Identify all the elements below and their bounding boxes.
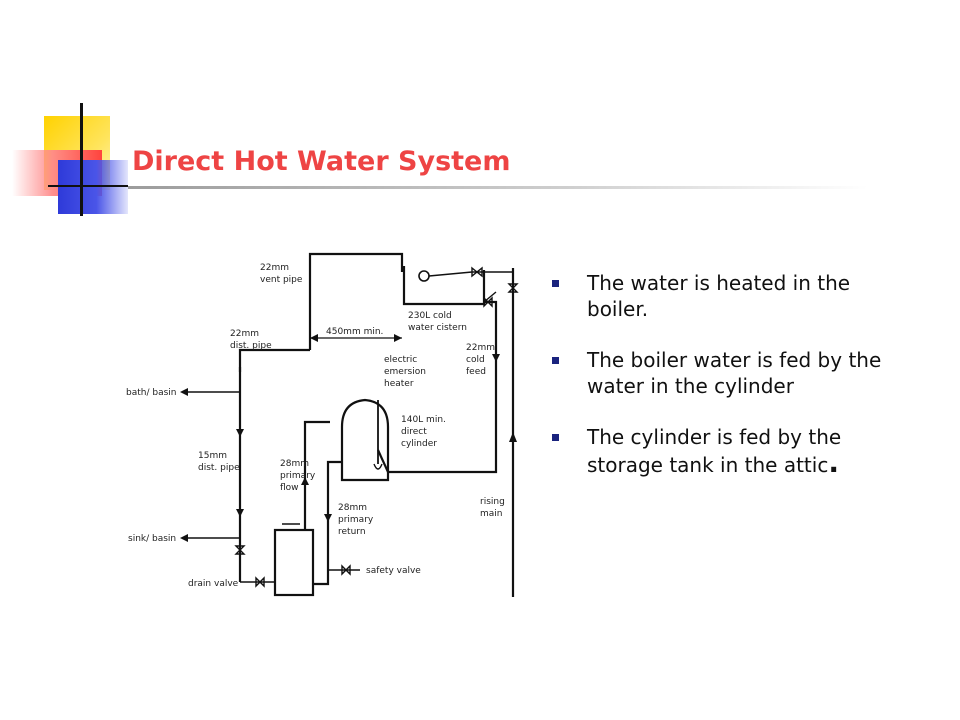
safety-valve-icon (341, 564, 351, 576)
cistern-valve-icon (471, 266, 483, 278)
arrow-dist-down-1 (236, 429, 244, 437)
title-underline (128, 186, 868, 189)
slide-title: Direct Hot Water System (132, 146, 511, 177)
bullet-marker (552, 280, 559, 287)
label-heater-2: emersion (384, 367, 426, 377)
float-ball (418, 270, 430, 282)
arrow-rising-main (509, 432, 517, 442)
bullet-item: The water is heated in the boiler. (552, 270, 912, 322)
arrow-bath-basin (180, 388, 188, 396)
label-primary-flow-2: primary (280, 471, 316, 481)
bullet-period: . (828, 446, 839, 479)
drain-valve-icon (255, 576, 265, 588)
label-vent-pipe-size: 22mm (260, 263, 289, 273)
label-cylinder-1: 140L min. (401, 415, 446, 425)
label-heater-3: heater (384, 379, 414, 389)
hot-water-system-diagram: 22mm vent pipe 22mm dist. pipe 450mm min… (120, 232, 530, 617)
label-dist-pipe-15-size: 15mm (198, 451, 227, 461)
cold-water-cistern (402, 266, 486, 306)
bullet-text: The boiler water is fed by the water in … (587, 348, 882, 398)
decor-horizontal-line (48, 185, 128, 187)
label-cold-feed-size: 22mm (466, 343, 495, 353)
label-dist-pipe: dist. pipe (230, 341, 272, 351)
label-primary-return-1: 28mm (338, 503, 367, 513)
stop-valve-icon (234, 545, 246, 555)
bullet-marker (552, 357, 559, 364)
label-dist-pipe-15: dist. pipe (198, 463, 240, 473)
arrow-primary-return (324, 514, 332, 522)
rising-main-valve-icon (507, 283, 519, 293)
boiler (273, 528, 315, 597)
arrow-sink-basin (180, 534, 188, 542)
label-cistern-size: 230L cold (408, 311, 452, 321)
label-bath-basin: bath/ basin (126, 388, 176, 398)
label-primary-return-2: primary (338, 515, 374, 525)
immersion-element (373, 463, 383, 470)
label-primary-return-3: return (338, 527, 366, 537)
label-rising-main-2: main (480, 509, 503, 519)
decor-blue-block (58, 160, 128, 214)
bullet-list: The water is heated in the boiler. The b… (552, 270, 912, 503)
bullet-marker (552, 434, 559, 441)
label-cold-feed-1: cold (466, 355, 485, 365)
direct-cylinder (340, 398, 390, 482)
label-primary-flow-3: flow (280, 483, 299, 493)
label-cylinder-2: direct (401, 427, 427, 437)
vent-pipe (308, 252, 404, 350)
arrow-primary-flow (301, 477, 309, 485)
bullet-text: The cylinder is fed by the storage tank … (587, 425, 842, 477)
label-vent-pipe: vent pipe (260, 275, 303, 285)
label-drain-valve: drain valve (188, 579, 239, 589)
primary-flow-pipe (303, 420, 330, 530)
label-cistern: water cistern (408, 323, 467, 333)
distribution-pipe-22mm (238, 348, 310, 372)
label-cold-feed-2: feed (466, 367, 486, 377)
decor-vertical-line (80, 103, 83, 216)
label-rising-main-1: rising (480, 497, 505, 507)
cold-feed-valve-icon (483, 296, 493, 308)
label-safety-valve: safety valve (366, 566, 421, 576)
label-dist-pipe-size: 22mm (230, 329, 259, 339)
primary-return-pipe (313, 460, 342, 586)
label-cylinder-3: cylinder (401, 439, 437, 449)
bullet-item: The boiler water is fed by the water in … (552, 347, 912, 399)
arrow-cold-feed (492, 354, 500, 362)
diagram-svg: 22mm vent pipe 22mm dist. pipe 450mm min… (126, 252, 519, 597)
float-arm (428, 271, 473, 277)
bullet-text: The water is heated in the boiler. (587, 271, 851, 321)
label-primary-flow-1: 28mm (280, 459, 309, 469)
label-sink-basin: sink/ basin (128, 534, 176, 544)
arrow-dist-down-2 (236, 509, 244, 517)
label-heater-1: electric (384, 355, 417, 365)
bullet-item: The cylinder is fed by the storage tank … (552, 424, 912, 478)
label-clearance: 450mm min. (326, 327, 383, 337)
